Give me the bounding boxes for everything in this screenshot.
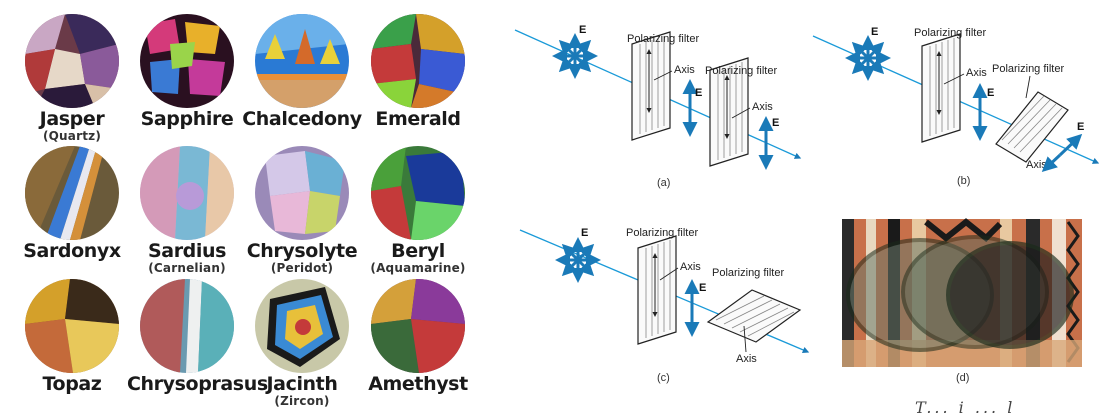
filter-label: Polarizing filter: [626, 227, 698, 239]
stone-subname: (Quartz): [42, 129, 102, 143]
e-field-label: E: [871, 26, 878, 38]
gemstone-grid: Jasper (Quartz) Sapphire Chalcedony: [0, 0, 500, 415]
stone-subname: (Peridot): [270, 261, 334, 275]
axis-label: Axis: [752, 101, 773, 113]
caption-d: (d): [956, 372, 969, 384]
axis-pointer: [743, 325, 747, 353]
polarizing-filter: [638, 236, 676, 344]
unpolarized-field-icon: [558, 240, 598, 280]
stone-name: Amethyst: [368, 373, 468, 395]
polarizing-filter: [632, 32, 670, 140]
e-field-label: E: [1077, 121, 1084, 133]
panel-a: E Polarizing filter Axis E Polarizing fi…: [514, 24, 802, 189]
axis-pointer: [731, 107, 751, 119]
stone-subname: (Carnelian): [148, 261, 226, 275]
stone-photo: [140, 146, 234, 240]
caption-c: (c): [657, 372, 670, 384]
stone-beryl: Beryl (Aquamarine): [358, 146, 478, 275]
stone-photo: [255, 279, 349, 373]
filter-label: Polarizing filter: [992, 63, 1064, 75]
stone-name: Sapphire: [140, 108, 234, 130]
panel-c: E Polarizing filter Axis E Polarizing fi…: [519, 227, 810, 384]
stone-photo: [255, 146, 349, 240]
filter-label: Polarizing filter: [712, 267, 784, 279]
axis-label: Axis: [966, 67, 987, 79]
stone-chalcedony: Chalcedony: [242, 14, 362, 130]
stone-sardonyx: Sardonyx: [12, 146, 132, 262]
caption-a: (a): [657, 177, 670, 189]
stone-topaz: Topaz: [12, 279, 132, 395]
e-field-label: E: [699, 282, 706, 294]
e-field-label: E: [695, 87, 702, 99]
stone-jasper: Jasper (Quartz): [12, 14, 132, 143]
stone-name: Chrysoprasus: [127, 373, 268, 395]
stone-sardius: Sardius (Carnelian): [127, 146, 247, 275]
stone-jacinth: Jacinth (Zircon): [242, 279, 362, 408]
axis-label: Axis: [674, 64, 695, 76]
stone-amethyst: Amethyst: [358, 279, 478, 395]
stone-photo: [255, 14, 349, 108]
stone-emerald: Emerald: [358, 14, 478, 130]
filter-label: Polarizing filter: [627, 33, 699, 45]
stone-name: Chrysolyte: [246, 240, 358, 262]
stone-photo: [371, 146, 465, 240]
stone-subname: (Aquamarine): [370, 261, 466, 275]
axis-pointer: [653, 70, 673, 81]
e-field-label: E: [772, 117, 779, 129]
e-field-label: E: [581, 227, 588, 239]
stone-name: Sardius: [147, 240, 227, 262]
stone-photo: [140, 279, 234, 373]
panel-b: E Polarizing filter Axis E Polarizing fi…: [812, 26, 1100, 187]
axis-label: Axis: [680, 261, 701, 273]
stone-sapphire: Sapphire: [127, 14, 247, 130]
stone-name: Chalcedony: [242, 108, 362, 130]
e-field-label: E: [987, 87, 994, 99]
stone-chrysolyte: Chrysolyte (Peridot): [242, 146, 362, 275]
stone-name: Beryl: [391, 240, 445, 262]
polarizer-figure: E Polarizing filter Axis E Polarizing fi…: [514, 24, 1100, 384]
stone-photo: [25, 279, 119, 373]
e-field-arrow: [1058, 133, 1083, 157]
handwritten-note: T... i ... l: [915, 398, 1016, 417]
stone-name: Sardonyx: [23, 240, 121, 262]
stone-name: Jasper: [39, 108, 105, 130]
stone-name: Topaz: [42, 373, 102, 395]
unpolarized-field-icon: [848, 38, 888, 78]
stone-photo: [371, 279, 465, 373]
e-field-arrow: [1041, 153, 1062, 173]
stone-photo: [25, 14, 119, 108]
panel-d: (d): [842, 218, 1082, 384]
filter-label: Polarizing filter: [705, 65, 777, 77]
label-pointer: [1025, 75, 1031, 99]
stone-subname: (Zircon): [274, 394, 330, 408]
horizontal-polarizing-filter: [707, 289, 801, 343]
stone-chrysoprasus: Chrysoprasus: [127, 279, 268, 395]
stone-photo: [371, 14, 465, 108]
polarizing-filter: [922, 34, 960, 142]
e-field-label: E: [579, 24, 586, 36]
stone-name: Emerald: [375, 108, 461, 130]
axis-pointer: [659, 267, 679, 281]
caption-b: (b): [957, 175, 970, 187]
unpolarized-field-icon: [555, 36, 595, 76]
filter-label: Polarizing filter: [914, 27, 986, 39]
axis-label: Axis: [736, 353, 757, 365]
tilted-polarizing-filter: [995, 91, 1069, 163]
stone-photo: [25, 146, 119, 240]
stone-name: Jacinth: [266, 373, 338, 395]
stone-photo: [140, 14, 234, 108]
polarizer-diagrams: E Polarizing filter Axis E Polarizing fi…: [500, 0, 1103, 415]
axis-pointer: [943, 73, 965, 85]
